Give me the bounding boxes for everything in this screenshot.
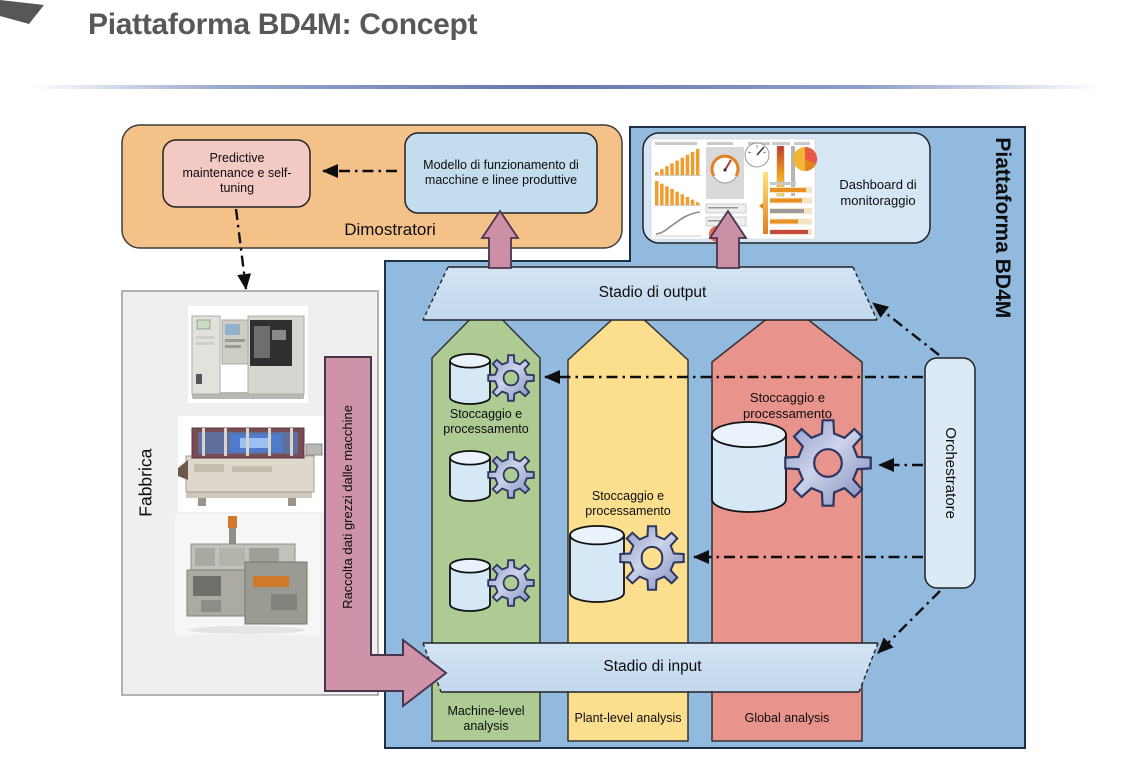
bar-chart-asc: [655, 149, 700, 175]
gear-icon: [487, 451, 535, 499]
dashboard-label: Dashboard di monitoraggio: [839, 177, 917, 208]
predictive-box: [162, 139, 311, 208]
input-stage-label: Stadio di input: [603, 658, 702, 676]
fabbrica-label: Fabbrica: [135, 448, 156, 518]
database-icon: [569, 525, 625, 603]
pipeline-arrow-global: [711, 302, 863, 742]
bar-chart-desc: [655, 181, 700, 205]
machine-photo-cnc: [188, 306, 308, 403]
database-icon: [711, 421, 787, 513]
gear-icon: [487, 354, 535, 402]
orchestratore-box: [924, 357, 976, 589]
dashboard-image: [650, 138, 818, 242]
raw-data-arrow: [324, 356, 448, 709]
dimostratori-label: Dimostratori: [344, 219, 436, 239]
output-stage-label: Stadio di output: [598, 283, 707, 301]
storage-label-machine: Stoccaggio e processamento: [443, 406, 529, 436]
output-to-modello-arrow: [480, 209, 520, 269]
input-stage: [422, 642, 879, 693]
database-icon: [449, 353, 491, 405]
database-icon: [449, 450, 491, 502]
storage-label-global: Stoccaggio e processamento: [743, 390, 832, 421]
machine-photo-line: [178, 416, 326, 512]
vertical-slider: [763, 172, 768, 234]
gear-icon: [487, 559, 535, 607]
title-rule: [30, 85, 1102, 89]
heat-bar: [776, 145, 785, 197]
analysis-label-global: Global analysis: [744, 711, 830, 726]
line-chart: [655, 211, 701, 235]
corner-mark: [0, 0, 44, 24]
page-title: Piattaforma BD4M: Concept: [88, 8, 478, 41]
output-to-dashboard-arrow: [708, 209, 748, 269]
dashdot-predictive-to-fabbrica: [234, 208, 252, 290]
platform-name-label: Piattaforma BD4M: [990, 137, 1014, 319]
modello-box-label: Modello di funzionamento di macchine e l…: [423, 157, 579, 187]
gear-icon: [619, 525, 685, 591]
analysis-label-plant: Plant-level analysis: [574, 711, 682, 726]
predictive-box-label: Predictive maintenance e self-tuning: [182, 150, 292, 196]
raw-data-arrow-label: Raccolta dati grezzi dalle macchine: [340, 405, 356, 609]
machine-photo-packaging: [175, 514, 320, 635]
orchestratore-label: Orchestratore: [942, 427, 960, 519]
dashdot-orchestratore-to-input: [877, 590, 941, 654]
gear-icon: [784, 419, 872, 507]
pipeline-arrow-machine: [431, 301, 541, 742]
pipeline-arrow-plant: [567, 303, 689, 742]
storage-label-plant: Stoccaggio e processamento: [585, 488, 671, 518]
database-icon: [449, 558, 491, 612]
analysis-label-machine: Machine-level analysis: [447, 703, 525, 733]
output-stage: [422, 266, 878, 321]
